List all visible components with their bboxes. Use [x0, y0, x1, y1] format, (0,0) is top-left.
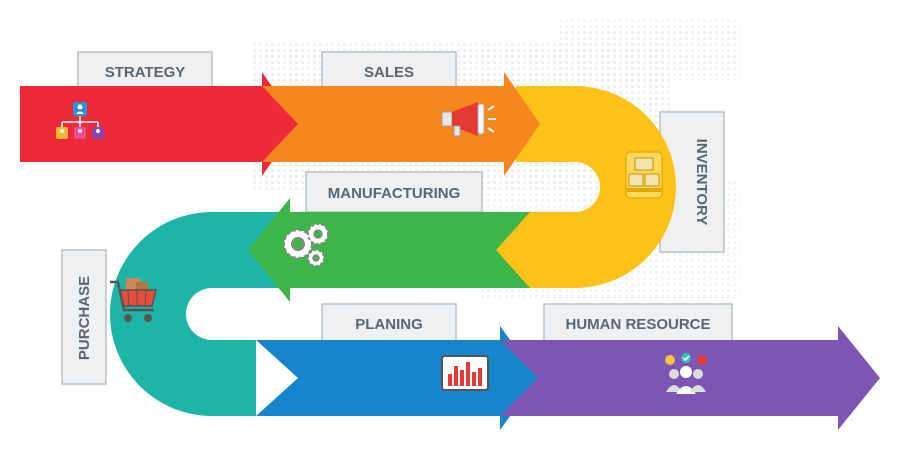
- flow-bands: [20, 72, 880, 430]
- strategy-label-box: [77, 51, 213, 93]
- megaphone-icon: [441, 102, 496, 137]
- purchase-band: [110, 212, 302, 416]
- sales-label: SALES: [364, 64, 414, 81]
- human-resource-label-box: [543, 303, 733, 345]
- strategy-label: STRATEGY: [105, 64, 186, 81]
- human-resource-band: [500, 326, 880, 430]
- manufacturing-label: MANUFACTURING: [328, 185, 461, 202]
- planing-label-box: [321, 303, 457, 345]
- shopping-cart-icon: [110, 278, 157, 322]
- strategy-band: [20, 72, 298, 176]
- manufacturing-label-box: [305, 171, 483, 213]
- org-chart-icon: [56, 102, 104, 139]
- sales-band: [262, 72, 540, 176]
- team-icon: [665, 353, 707, 394]
- planing-band: [256, 326, 538, 430]
- bar-chart-icon: [441, 355, 489, 391]
- purchase-label: PURCHASE: [76, 276, 93, 360]
- inventory-label: INVENTORY: [693, 139, 710, 226]
- purchase-label-box: [61, 249, 107, 385]
- label-boxes: STRATEGY SALES INVENTORY MANUFACTURING P…: [61, 51, 733, 385]
- gears-icon: [283, 223, 329, 267]
- human-resource-label: HUMAN RESOURCE: [565, 316, 710, 333]
- sales-label-box: [321, 51, 457, 93]
- boxes-icon: [625, 151, 663, 199]
- inventory-band: [496, 86, 676, 288]
- planing-label: PLANING: [355, 316, 423, 333]
